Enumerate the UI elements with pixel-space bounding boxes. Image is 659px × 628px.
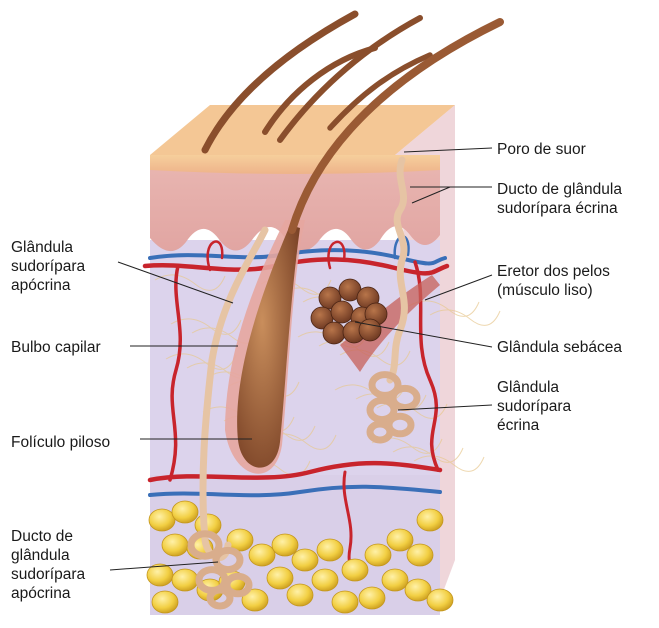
fat-cell-icon: [249, 544, 275, 566]
fat-cell-icon: [342, 559, 368, 581]
fat-cell-icon: [267, 567, 293, 589]
sebaceous-lobule: [323, 322, 345, 344]
fat-cell-icon: [312, 569, 338, 591]
fat-cell-icon: [317, 539, 343, 561]
label-glandula-sudoripara-apocrina: Glândula sudorípara apócrina: [11, 238, 85, 295]
fat-cell-icon: [272, 534, 298, 556]
label-ducto-glandula-ecrina: Ducto de glândula sudorípara écrina: [497, 180, 622, 218]
label-ducto-glandula-apocrina: Ducto de glândula sudorípara apócrina: [11, 527, 85, 603]
label-foliculo-piloso: Folículo piloso: [11, 433, 110, 452]
fat-cell-icon: [359, 587, 385, 609]
fat-cell-icon: [365, 544, 391, 566]
sebaceous-lobule: [359, 319, 381, 341]
label-bulbo-capilar: Bulbo capilar: [11, 338, 101, 357]
fat-cell-icon: [152, 591, 178, 613]
fat-cell-icon: [287, 584, 313, 606]
stratum-corneum: [150, 155, 440, 174]
fat-cell-icon: [407, 544, 433, 566]
label-eretor-dos-pelos: Eretor dos pelos (músculo liso): [497, 262, 610, 300]
fat-cell-icon: [387, 529, 413, 551]
sebaceous-lobule: [331, 301, 353, 323]
fat-cell-icon: [149, 509, 175, 531]
fat-cell-icon: [172, 569, 198, 591]
label-glandula-sudoripara-ecrina: Glândula sudorípara écrina: [497, 378, 571, 435]
fat-cell-icon: [417, 509, 443, 531]
fat-cell-icon: [332, 591, 358, 613]
label-glandula-sebacea: Glândula sebácea: [497, 338, 622, 357]
fat-cell-icon: [427, 589, 453, 611]
fat-cell-icon: [292, 549, 318, 571]
label-poro-de-suor: Poro de suor: [497, 140, 586, 159]
fat-cell-icon: [162, 534, 188, 556]
fat-cell-icon: [382, 569, 408, 591]
fat-cell-icon: [172, 501, 198, 523]
